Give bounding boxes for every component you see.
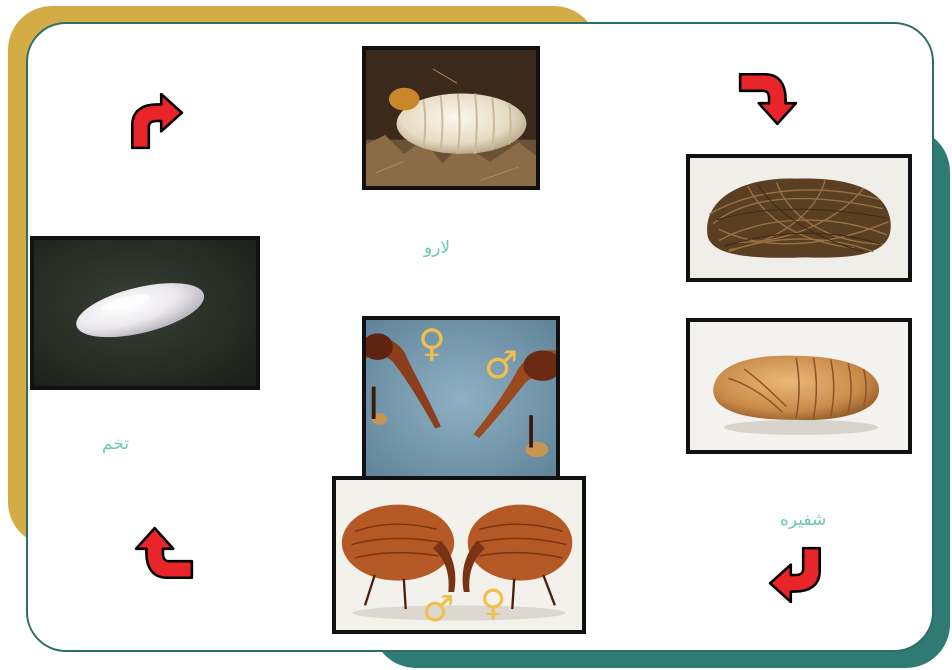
cocoon-photo <box>686 154 912 282</box>
male-symbol-top: ♂ <box>484 346 518 384</box>
larva-photo <box>362 46 540 190</box>
life-cycle-card: ♀ ♂ <box>26 22 934 652</box>
weevil-heads-photo: ♀ ♂ <box>362 316 560 482</box>
female-symbol-bottom: ♀ <box>480 586 506 622</box>
curved-arrow-icon <box>124 90 186 152</box>
female-symbol-top: ♀ <box>418 324 446 362</box>
pupa-label: شفیره <box>780 510 826 530</box>
curved-arrow-icon <box>766 544 828 606</box>
curved-arrow-icon <box>134 524 196 586</box>
adult-weevils-photo: ♂ ♀ <box>332 476 586 634</box>
egg-label: تخم <box>102 434 129 454</box>
egg-photo <box>30 236 260 390</box>
curved-arrow-icon <box>736 66 798 128</box>
male-symbol-bottom: ♂ <box>422 592 454 628</box>
larva-label: لارو <box>424 238 450 258</box>
pupa-photo <box>686 318 912 454</box>
